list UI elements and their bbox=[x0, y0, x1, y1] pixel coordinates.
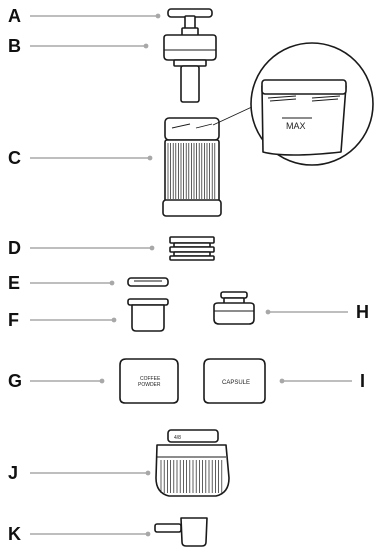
max-label: MAX bbox=[286, 121, 306, 131]
part-k-scoop bbox=[154, 517, 208, 547]
part-g-coffee-powder-adapter: COFFEE POWDER bbox=[119, 358, 179, 404]
jug-mark: 4/8 bbox=[174, 435, 181, 441]
jug-ribs bbox=[160, 460, 223, 493]
coffee-label-line2: POWDER bbox=[138, 382, 161, 388]
part-i-capsule-housing: CAPSULE bbox=[203, 358, 266, 404]
part-b-plunger bbox=[163, 27, 217, 103]
label-e: E bbox=[8, 273, 20, 293]
max-detail-callout: MAX bbox=[212, 42, 374, 166]
label-b: B bbox=[8, 36, 21, 56]
label-k: K bbox=[8, 524, 21, 544]
part-f-powder-cup bbox=[127, 298, 169, 332]
label-f: F bbox=[8, 310, 19, 330]
leader-lines bbox=[30, 13, 352, 537]
label-d: D bbox=[8, 238, 21, 258]
label-h: H bbox=[356, 302, 369, 322]
part-j-base-jug: 4/8 bbox=[155, 429, 230, 497]
tank-ribs bbox=[167, 143, 216, 199]
label-g: G bbox=[8, 371, 22, 391]
part-d-filter bbox=[169, 236, 215, 261]
label-c: C bbox=[8, 148, 21, 168]
part-c-water-tank bbox=[162, 117, 222, 217]
capsule-label: CAPSULE bbox=[222, 380, 250, 386]
label-j: J bbox=[8, 463, 18, 483]
part-h-capsule-adapter bbox=[213, 291, 255, 325]
label-i: I bbox=[360, 371, 365, 391]
label-a: A bbox=[8, 6, 21, 26]
coffee-label-line1: COFFEE bbox=[140, 376, 161, 382]
part-e-seal-disc bbox=[127, 277, 169, 287]
